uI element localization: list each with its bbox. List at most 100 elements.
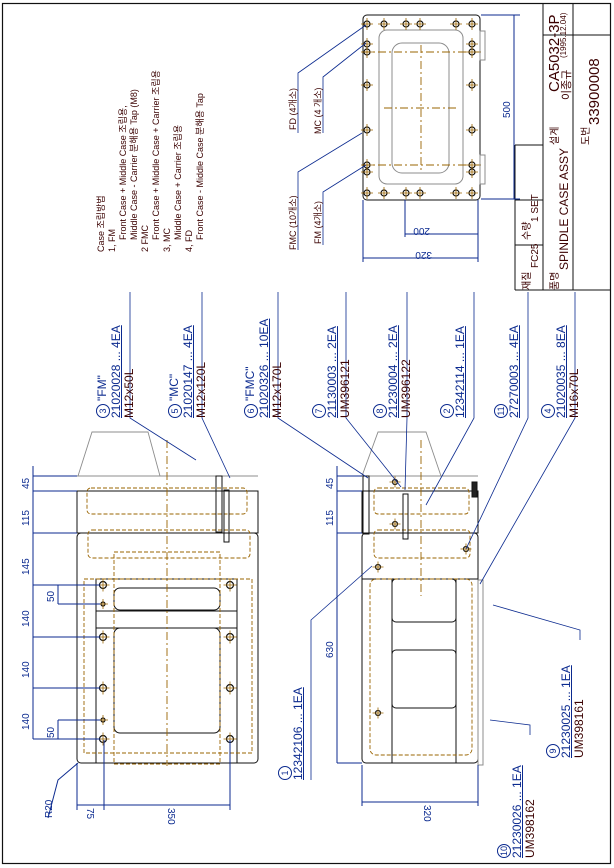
title-block [514,3,611,291]
hole-centerline [372,561,384,573]
callout-spec: M12x50L [122,368,136,418]
top-view [297,14,520,262]
callout-spec: UM396121 [338,359,352,418]
callout-header: 4 [541,325,555,418]
callout-spec: UM396122 [399,359,413,418]
top-view-holes [361,18,478,199]
quantity-value: 1 SET [530,194,541,222]
material-value: FC25 [530,243,541,268]
material-label: 재질 [522,271,533,290]
callout-header: 10 [497,765,511,858]
note-line: 2 FMC [140,225,150,252]
design-date: (1995.12.04) [559,12,568,58]
dim-mid-115: 115 [325,510,336,526]
hole-centerline [223,630,237,644]
hole-centerline [450,18,462,30]
dim-left-140-b: 140 [21,661,32,678]
hole-centerline [466,79,478,91]
designer-value: 이종규 [561,69,573,100]
callout-header: 7 [312,326,326,418]
callout-header: 5"MC" [167,325,182,418]
hole-centerline [389,518,401,530]
hole-centerline [466,166,478,178]
dim-radius-r20: R20 [44,799,55,818]
hole-centerline [466,124,478,136]
callout-code: 12342106 ... 1EA [291,687,305,780]
hole-centerline [414,18,426,30]
callout-header: 11 [494,325,508,418]
note-line: 4, FD [184,229,194,252]
note-line: Front Case - Middle Case 분해용 Tap [195,93,205,240]
middle-view-holes [372,476,472,719]
callout-header: 8 [373,325,387,418]
designer-label: 설계 [550,126,561,145]
hole-centerline [400,18,412,30]
hole-centerline [361,187,373,199]
callout-spec: M12x120L [194,361,208,418]
dim-left-45: 45 [21,477,32,489]
callout-tag: "MC" [167,373,181,401]
dim-mid-630: 630 [325,641,336,658]
hole-centerline [466,46,478,58]
hole-centerline [361,79,373,91]
dim-left-75: 75 [84,808,95,820]
note-line: Front Case + Middle Case + Carrier 조립용 [151,70,161,240]
callout-tag: "FM" [95,375,109,401]
note-line: Middle Case + Carrier 조립용 [173,124,183,240]
drawing-number: 33900008 [586,58,603,125]
hole-centerline [372,707,384,719]
hole-centerline [361,124,373,136]
callout-header: 2 [440,326,454,418]
dim-top-500: 500 [502,101,513,118]
middle-view [336,431,484,806]
callout-code: 12342114 ... 1EA [453,326,467,418]
callout-spec: M12x170L [270,361,284,418]
callout-header: 9 [546,665,560,758]
callout-spec: UM398161 [572,699,586,758]
dim-left-350: 350 [165,808,176,825]
dim-left-50-b: 50 [46,726,57,738]
hole-centerline [414,187,426,199]
part-name-label: 품명 [550,271,561,290]
dim-mid-320: 320 [421,805,432,822]
leader-mc: MC (4 개소) [313,87,323,134]
assembly-notes: Case 조립방법 1, FM Front Case + Middle Case… [96,70,206,252]
note-line: Front Case + Middle Case 조립용, [118,105,128,240]
callout-header: 6"FMC" [243,319,258,418]
callout-code: 27270003 ... 4EA [507,325,521,418]
callout-number-badge: 3 [96,404,110,418]
leader-fd: FD (4개소) [288,87,298,130]
dim-left-115: 115 [21,510,32,526]
callout-number-badge: 8 [373,404,387,418]
dim-top-200: 200 [413,225,430,236]
dim-top-320: 320 [415,249,432,260]
left-view-holes [96,578,237,746]
dim-left-50-a: 50 [46,590,57,602]
note-line: 3, MC [162,227,172,252]
callout-spec: M16x70L [567,368,581,418]
leader-fm: FM (4개소) [313,200,323,244]
callout-number-badge: 11 [494,404,508,418]
hole-centerline [400,187,412,199]
left-view [32,431,259,819]
callout-number-badge: 1 [278,766,292,780]
callout-number-badge: 7 [312,404,326,418]
hole-centerline [223,681,237,695]
callout-number-badge: 4 [541,404,555,418]
dim-mid-45: 45 [325,477,336,489]
callout-number-badge: 9 [546,744,560,758]
hole-centerline [466,187,478,199]
dim-left-140-c: 140 [21,713,32,730]
drawing-number-label: 도번 [581,126,592,145]
callout-header: 3 "FM" [95,325,110,418]
callout-number-badge: 6 [244,404,258,418]
